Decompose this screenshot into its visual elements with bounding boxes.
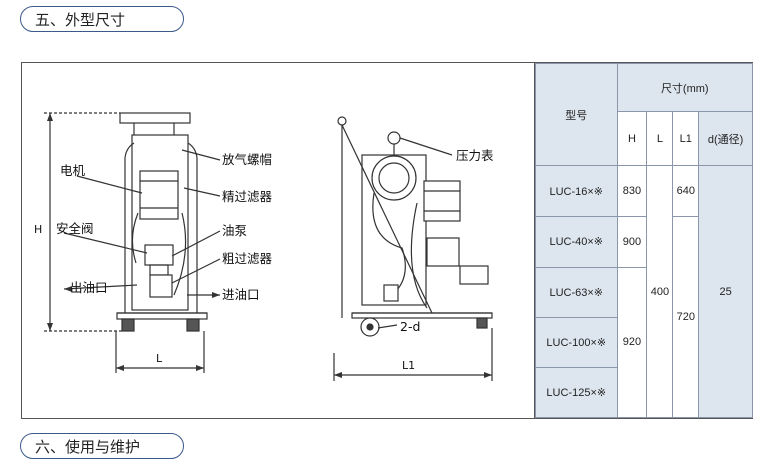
row-model-100: LUC-100×※: [535, 316, 618, 368]
label-pump: 油泵: [222, 223, 247, 238]
header-model: 型号: [535, 62, 618, 167]
label-vent-cap: 放气螺帽: [222, 152, 272, 167]
section-title-dimensions-text: 五、外型尺寸: [35, 10, 126, 29]
label-motor: 电机: [60, 163, 86, 178]
dim-l-label: L: [156, 352, 163, 365]
label-outlet: 出油口: [70, 280, 108, 295]
cell-h-40: 900: [616, 216, 648, 268]
label-pressure-gauge: 压力表: [456, 148, 494, 163]
cell-h-100: 920: [616, 266, 648, 419]
section-title-dimensions: 五、外型尺寸: [20, 6, 184, 32]
spec-table-wrapper: 型号 尺寸(mm) H L L1 d(通径) LUC-16×※ 830 400 …: [534, 62, 754, 419]
header-size: 尺寸(mm): [616, 62, 754, 113]
cell-d-all: 25: [698, 165, 753, 418]
row-model-63: LUC-63×※: [535, 266, 618, 318]
section-title-maintenance: 六、使用与维护: [20, 433, 184, 459]
label-inlet: 进油口: [222, 287, 260, 302]
col-l: L: [646, 111, 674, 167]
spec-table: 型号 尺寸(mm) H L L1 d(通径) LUC-16×※ 830 400 …: [535, 62, 754, 419]
col-l1: L1: [672, 111, 700, 167]
cell-l1-rest: 720: [672, 216, 700, 418]
label-safety-valve: 安全阀: [56, 221, 94, 236]
machine-drawing: 电机 安全阀 出油口 放气螺帽 精过滤器 油泵 粗过滤器 进油口 压力表 2-d…: [34, 112, 494, 381]
row-model-16: LUC-16×※: [535, 165, 618, 218]
col-h: H: [616, 111, 648, 167]
label-holes: 2-d: [400, 319, 420, 334]
dim-l1-label: L1: [402, 359, 415, 372]
dim-h-label: H: [34, 223, 42, 236]
row-model-125: LUC-125×※: [535, 366, 618, 419]
col-d: d(通径): [698, 111, 753, 167]
label-coarse-filter: 粗过滤器: [222, 251, 273, 266]
dimension-panel: 电机 安全阀 出油口 放气螺帽 精过滤器 油泵 粗过滤器 进油口 压力表 2-d…: [21, 62, 754, 419]
cell-l-all: 400: [646, 165, 674, 418]
row-model-40: LUC-40×※: [535, 216, 618, 268]
label-fine-filter: 精过滤器: [222, 189, 273, 204]
section-title-maintenance-text: 六、使用与维护: [35, 437, 141, 456]
cell-h-16: 830: [616, 165, 648, 218]
cell-l1-16: 640: [672, 165, 700, 218]
